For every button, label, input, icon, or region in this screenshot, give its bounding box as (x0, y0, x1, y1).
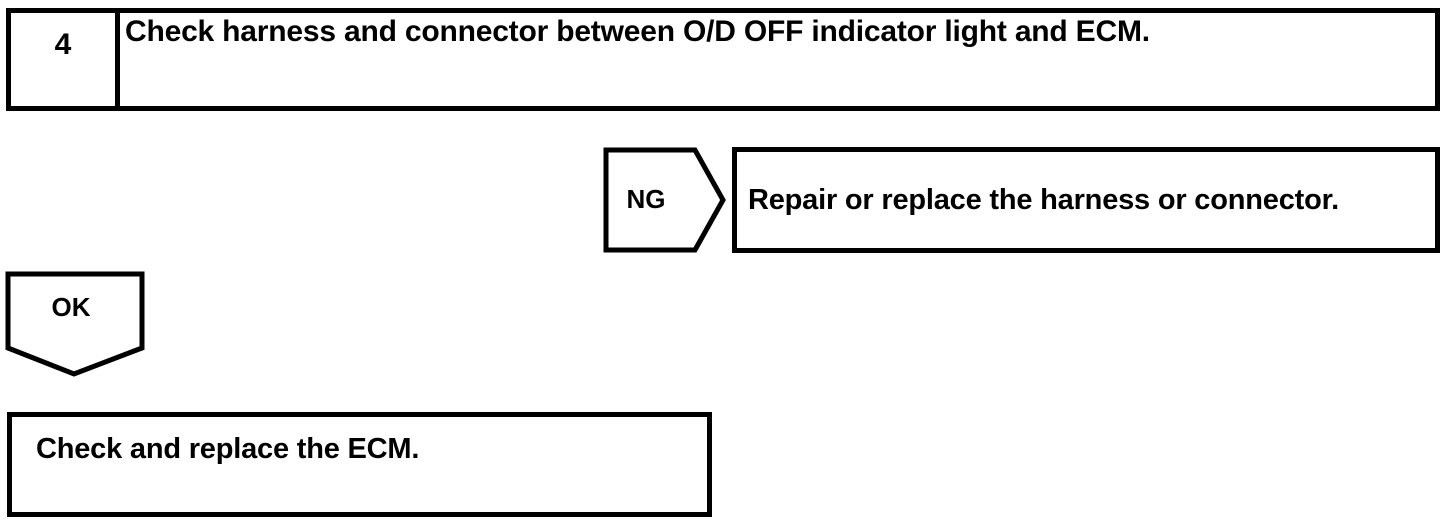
ok-result-box (7, 412, 712, 517)
step-instruction-text: Check harness and connector between O/D … (125, 15, 1150, 48)
ng-arrow-shape (603, 147, 726, 253)
ok-branch-label: OK (51, 292, 91, 322)
step-number: 4 (54, 28, 72, 61)
ng-branch-label: NG (626, 184, 666, 214)
ok-result-text: Check and replace the ECM. (36, 433, 420, 465)
step-header-box: 4 (6, 8, 1440, 111)
ng-result-text: Repair or replace the harness or connect… (748, 184, 1339, 216)
step-number-cell: 4 (11, 13, 120, 106)
ng-result-box (732, 147, 1440, 253)
ok-arrow-shape (5, 271, 145, 377)
